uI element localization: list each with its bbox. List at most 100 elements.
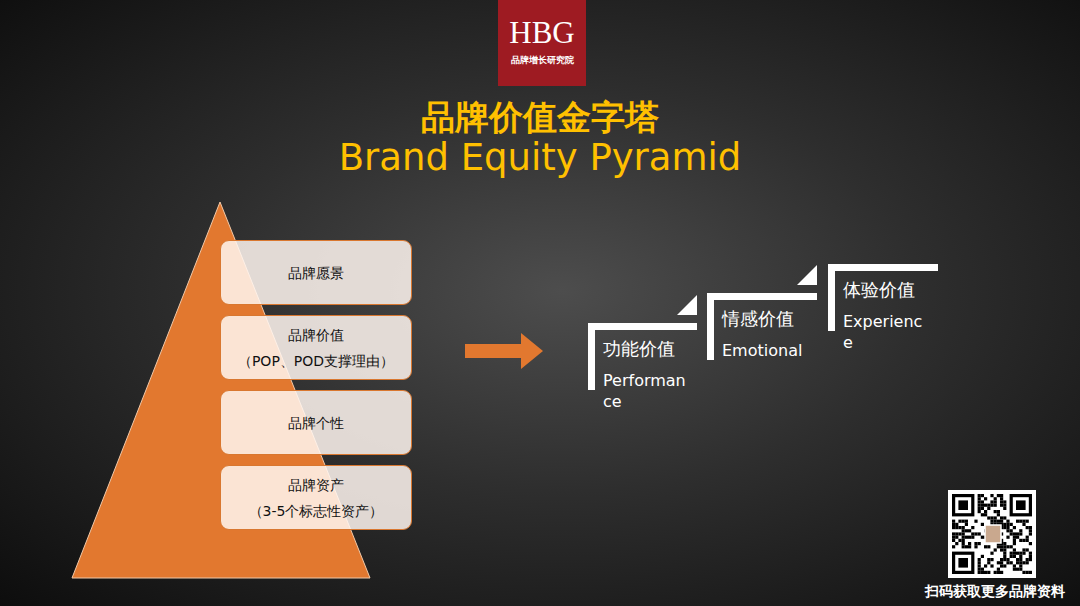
qr-module (1006, 561, 1009, 564)
qr-module (981, 507, 984, 510)
qr-module (962, 529, 965, 532)
pyramid-level: 品牌个性 (220, 390, 412, 455)
qr-module (1013, 526, 1016, 529)
qr-module (1006, 536, 1009, 539)
qr-module (994, 510, 997, 513)
qr-module (990, 552, 993, 555)
qr-module (987, 507, 990, 510)
qr-module (990, 520, 993, 523)
value-english: Experience (843, 311, 931, 353)
qr-finder (958, 558, 968, 568)
qr-module (1029, 555, 1032, 558)
qr-module (1026, 536, 1029, 539)
value-english: Performance (603, 370, 691, 412)
qr-module (1006, 545, 1009, 548)
qr-module (965, 529, 968, 532)
qr-module (1019, 552, 1022, 555)
qr-module (1022, 548, 1025, 551)
qr-module (981, 494, 984, 497)
qr-module (962, 542, 965, 545)
step-bracket (711, 297, 818, 361)
level-name: 品牌价值 (288, 324, 344, 346)
qr-module (987, 545, 990, 548)
qr-module (968, 529, 971, 532)
qr-module (1003, 500, 1006, 503)
qr-module (987, 558, 990, 561)
qr-module (955, 532, 958, 535)
qr-module (1000, 548, 1003, 551)
qr-module (1013, 564, 1016, 567)
qr-module (1010, 555, 1013, 558)
qr-module (994, 504, 997, 507)
qr-module (1003, 545, 1006, 548)
level-name: 品牌愿景 (288, 262, 344, 284)
qr-module (974, 520, 977, 523)
qr-module (997, 510, 1000, 513)
qr-module (981, 555, 984, 558)
qr-module (1013, 552, 1016, 555)
qr-module (1019, 558, 1022, 561)
qr-module (1022, 571, 1025, 574)
qr-module (1019, 568, 1022, 571)
qr-finder (1016, 500, 1026, 510)
qr-module (1003, 523, 1006, 526)
qr-module (987, 571, 990, 574)
qr-module (1016, 532, 1019, 535)
qr-module (971, 536, 974, 539)
level-note: （3-5个标志性资产） (249, 500, 384, 522)
value-step: 情感价值Emotional (707, 293, 817, 388)
qr-module (1010, 529, 1013, 532)
block-arrow (465, 333, 543, 369)
qr-module (1010, 523, 1013, 526)
qr-module (1016, 536, 1019, 539)
qr-finder (1011, 496, 1030, 515)
qr-module (981, 500, 984, 503)
qr-avatar (985, 525, 1001, 543)
qr-module (978, 497, 981, 500)
qr-module (978, 504, 981, 507)
qr-module (994, 548, 997, 551)
qr-module (981, 504, 984, 507)
qr-module (1019, 561, 1022, 564)
qr-module (1000, 558, 1003, 561)
qr-module (978, 542, 981, 545)
qr-module (1022, 552, 1025, 555)
qr-module (990, 516, 993, 519)
qr-module (974, 542, 977, 545)
qr-module (1000, 497, 1003, 500)
qr-module (981, 536, 984, 539)
qr-module (984, 545, 987, 548)
subtitle: Brand Equity Pyramid (0, 136, 1080, 180)
qr-module (1026, 561, 1029, 564)
qr-module (978, 564, 981, 567)
qr-module (990, 558, 993, 561)
qr-module (1016, 568, 1019, 571)
qr-module (955, 536, 958, 539)
qr-module (1010, 545, 1013, 548)
qr-module (990, 504, 993, 507)
qr-module (965, 523, 968, 526)
qr-module (952, 545, 955, 548)
qr-module (1003, 555, 1006, 558)
qr-module (1000, 494, 1003, 497)
qr-module (1013, 536, 1016, 539)
qr-module (1019, 520, 1022, 523)
step-corner (677, 295, 697, 315)
qr-module (994, 520, 997, 523)
qr-module (978, 561, 981, 564)
qr-module (997, 545, 1000, 548)
qr-module (994, 516, 997, 519)
qr-module (1000, 561, 1003, 564)
qr-module (997, 568, 1000, 571)
qr-module (1029, 542, 1032, 545)
qr-caption: 扫码获取更多品牌资料 (895, 583, 1080, 600)
qr-module (955, 542, 958, 545)
value-step: 体验价值Experience (828, 264, 938, 359)
qr-module (984, 510, 987, 513)
qr-module (978, 571, 981, 574)
value-step: 功能价值Performance (588, 323, 697, 418)
qr-module (1003, 516, 1006, 519)
qr-module (987, 516, 990, 519)
qr-module (1000, 571, 1003, 574)
qr-module (1022, 539, 1025, 542)
